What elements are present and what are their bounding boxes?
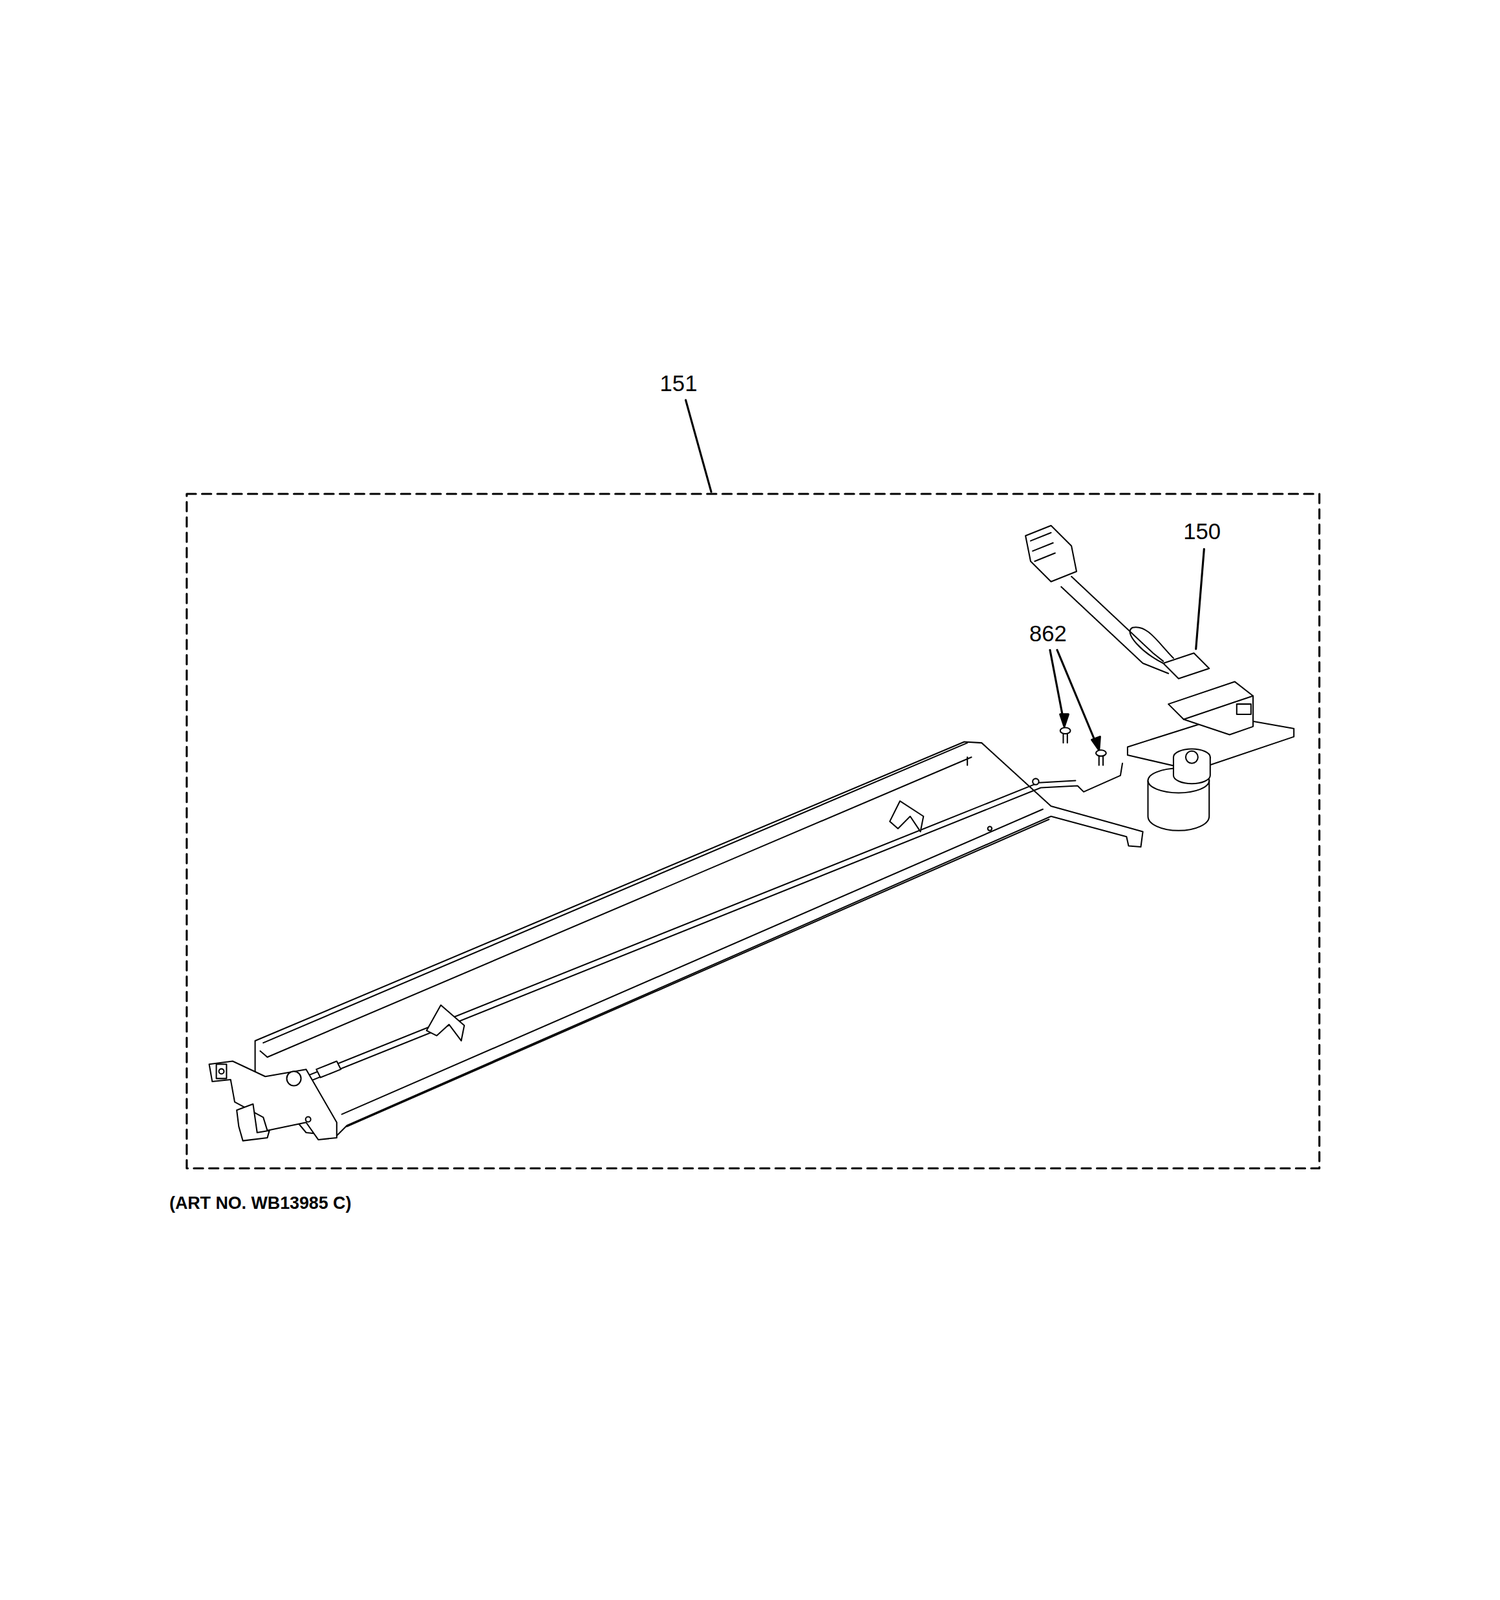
leader-lines [685, 400, 1205, 750]
rail-assembly [209, 742, 1144, 1142]
assembly-boundary [186, 493, 1320, 1169]
callout-number: 862 [1029, 621, 1067, 646]
motor-assembly [1025, 525, 1294, 831]
art-number-note: (ART NO. WB13985 C) [169, 1194, 352, 1213]
callout-number: 151 [660, 371, 698, 396]
screws [1060, 727, 1107, 765]
callout-number: 150 [1183, 519, 1221, 544]
